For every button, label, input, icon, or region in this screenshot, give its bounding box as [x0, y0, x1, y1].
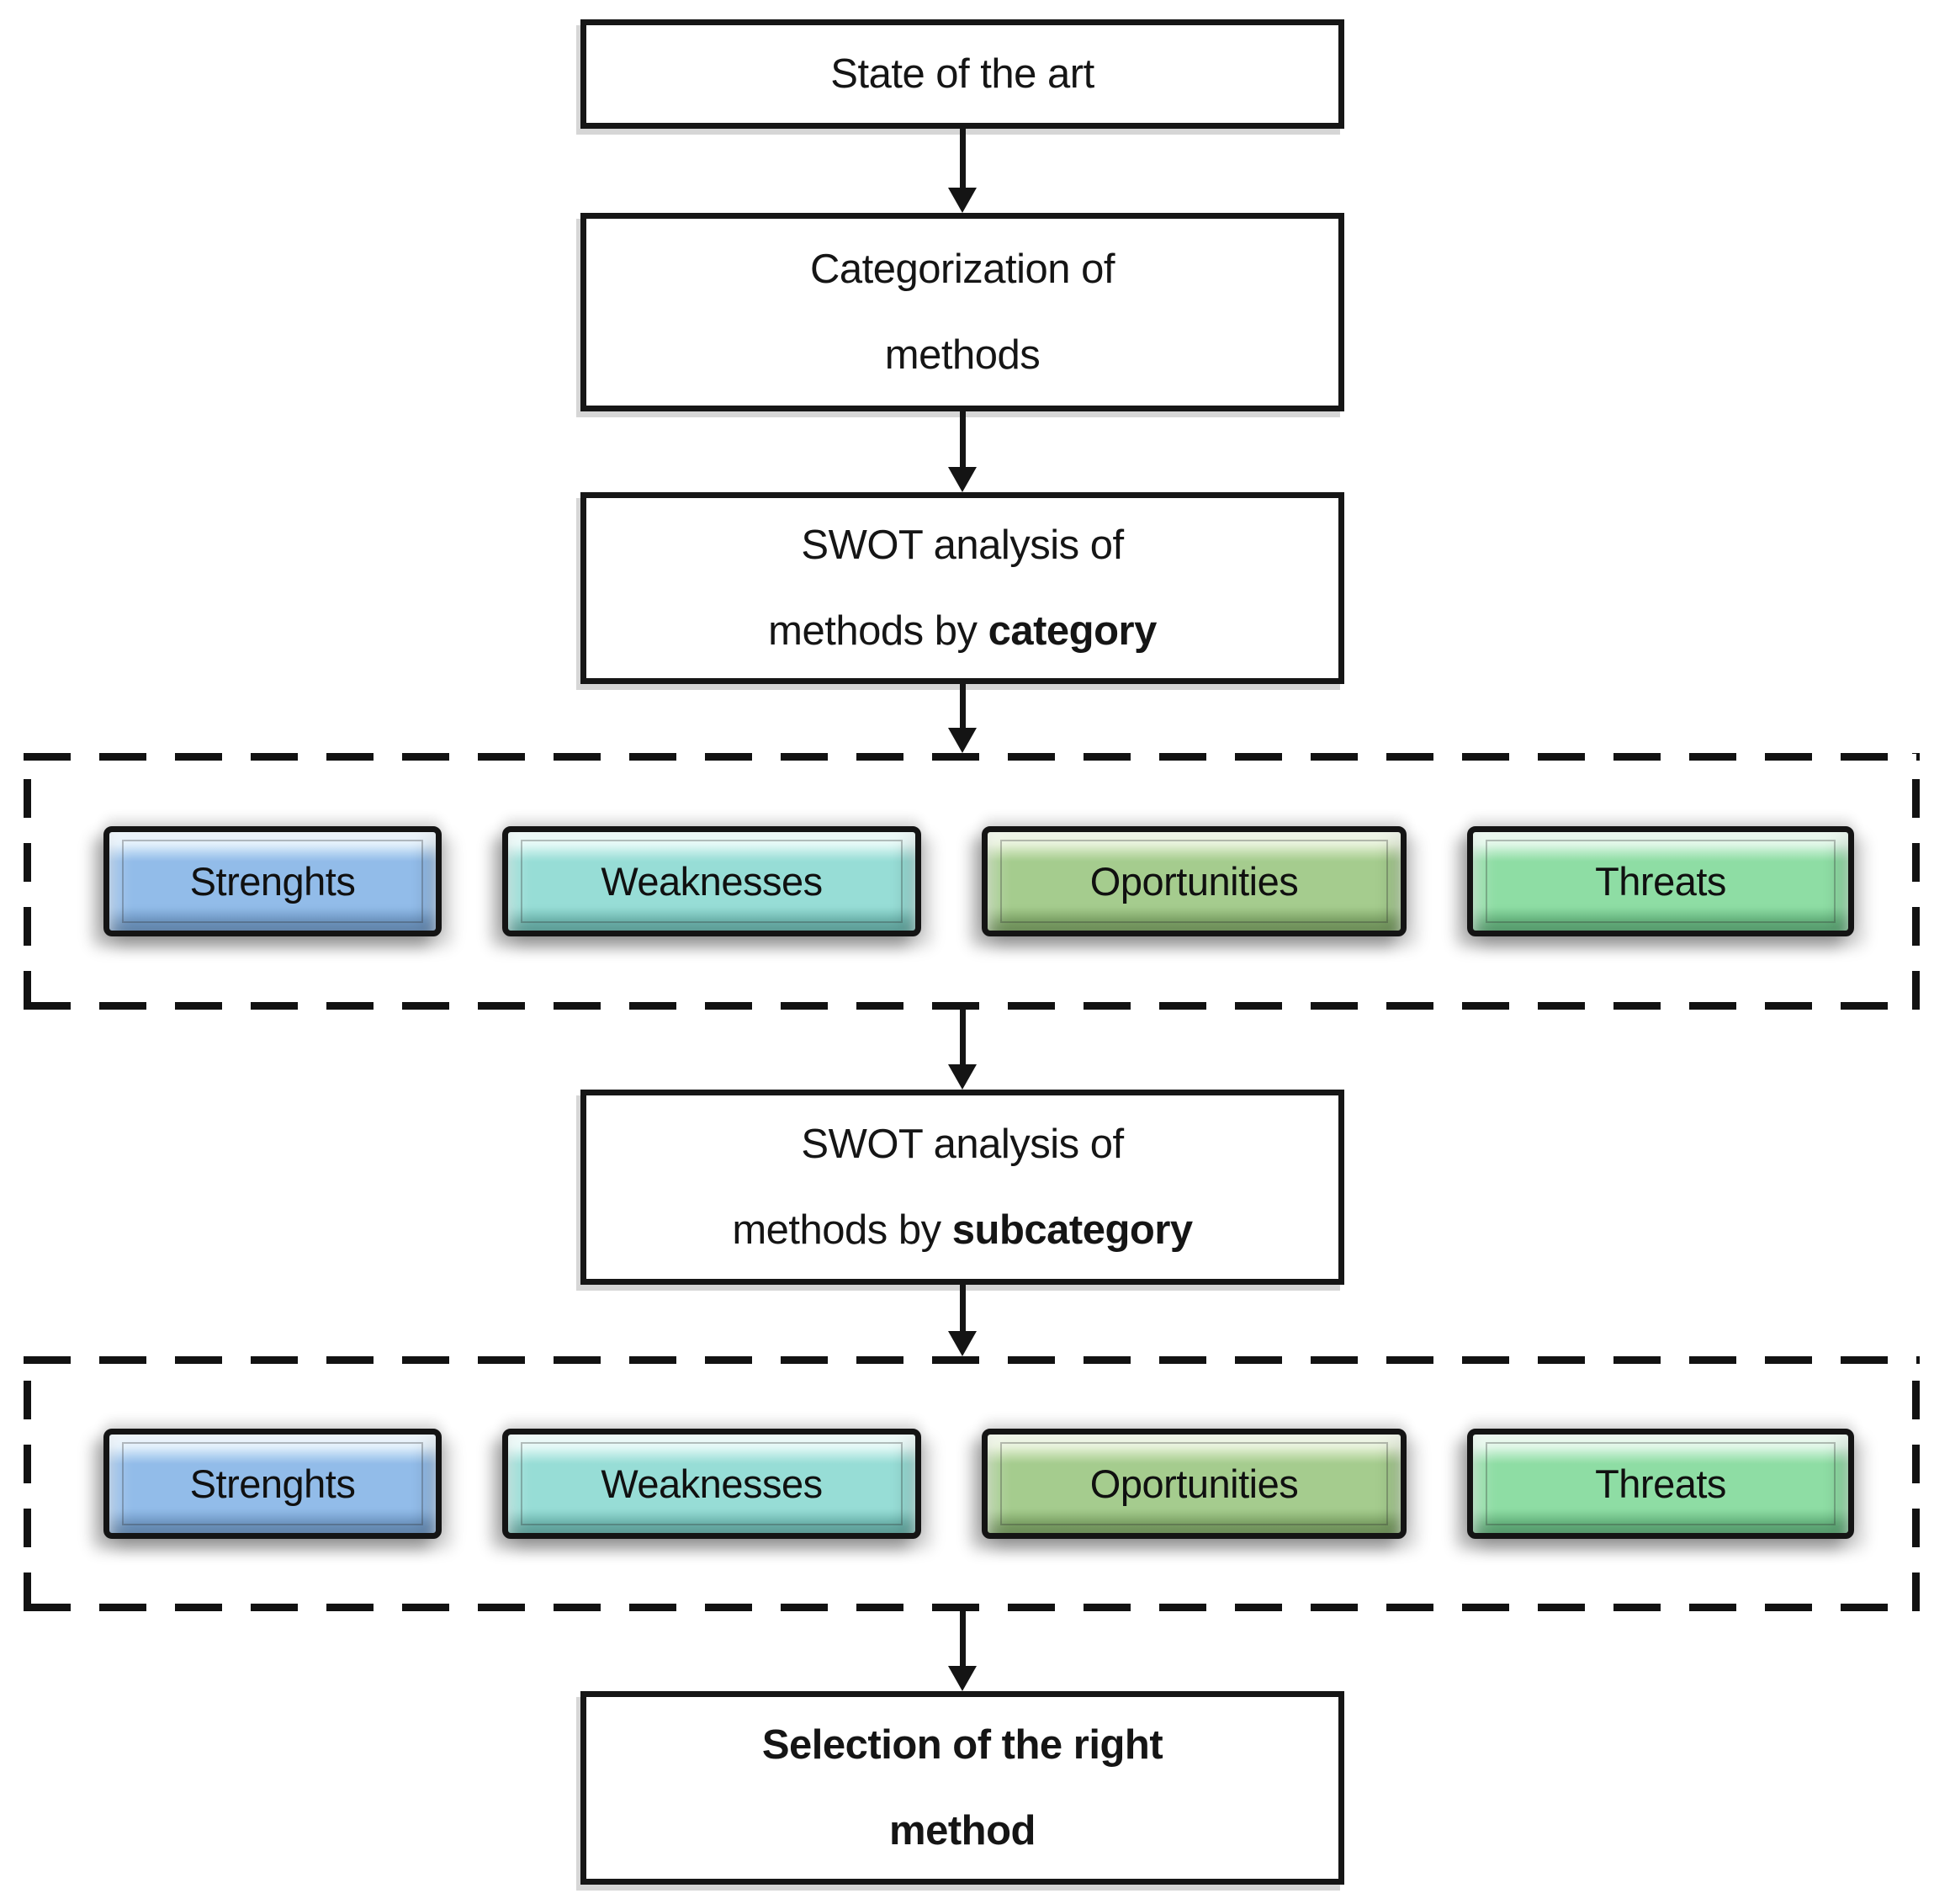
- swot-container-category: Strenghts Weaknesses Oportunities Threat…: [24, 753, 1920, 1010]
- label-normal-part: methods by: [768, 608, 988, 654]
- arrow-head: [948, 1331, 977, 1356]
- swot-button-strengths: Strenghts: [103, 1429, 442, 1539]
- arrow-shaft: [960, 1611, 966, 1671]
- label-bold-part: subcategory: [951, 1207, 1193, 1253]
- arrow-shaft: [960, 411, 966, 472]
- arrow-shaft: [960, 684, 966, 733]
- flow-box-label-line1: SWOT analysis of: [801, 522, 1124, 568]
- swot-button-weaknesses: Weaknesses: [502, 826, 921, 936]
- swot-button-label: Strenghts: [189, 1461, 356, 1506]
- arrow-head: [948, 188, 977, 213]
- flow-box-label: State of the art: [830, 51, 1094, 97]
- flow-box-label-line2: method: [889, 1808, 1036, 1854]
- swot-button-label: Oportunities: [1089, 859, 1299, 904]
- arrow-shaft: [960, 1285, 966, 1336]
- flow-box-label-line1: Categorization of: [810, 247, 1115, 292]
- swot-button-threats: Threats: [1467, 1429, 1854, 1539]
- swot-button-weaknesses: Weaknesses: [502, 1429, 921, 1539]
- flow-box-label-line1: Selection of the right: [761, 1722, 1163, 1768]
- flow-box-selection-of-right-method: Selection of the right method: [580, 1691, 1344, 1885]
- flow-box-swot-analysis-by-subcategory: SWOT analysis of methods by subcategory: [580, 1090, 1344, 1285]
- swot-button-opportunities: Oportunities: [982, 826, 1407, 936]
- arrow-shaft: [960, 129, 966, 193]
- flow-arrow-down: [948, 411, 977, 492]
- flow-box-label-line1: SWOT analysis of: [801, 1122, 1124, 1167]
- swot-button-label: Strenghts: [189, 859, 356, 904]
- flow-box-label-line2: methods by subcategory: [732, 1187, 1193, 1273]
- swot-button-label: Weaknesses: [601, 1461, 823, 1506]
- arrow-head: [948, 467, 977, 492]
- label-normal-part: methods by: [732, 1207, 952, 1253]
- flow-arrow-down: [948, 1611, 977, 1691]
- arrow-head: [948, 1666, 977, 1691]
- label-bold-part: category: [988, 608, 1158, 654]
- swot-button-threats: Threats: [1467, 826, 1854, 936]
- arrow-head: [948, 728, 977, 753]
- swot-button-opportunities: Oportunities: [982, 1429, 1407, 1539]
- arrow-shaft: [960, 1010, 966, 1069]
- flow-box-label-line2: methods: [884, 332, 1041, 378]
- flow-arrow-down: [948, 1285, 977, 1356]
- swot-container-subcategory: Strenghts Weaknesses Oportunities Threat…: [24, 1356, 1920, 1611]
- flow-box-label-line2: methods by category: [768, 588, 1157, 674]
- swot-button-strengths: Strenghts: [103, 826, 442, 936]
- flow-arrow-down: [948, 684, 977, 753]
- swot-button-label: Oportunities: [1089, 1461, 1299, 1506]
- flow-arrow-down: [948, 129, 977, 213]
- flow-box-swot-analysis-by-category: SWOT analysis of methods by category: [580, 492, 1344, 684]
- flow-arrow-down: [948, 1010, 977, 1090]
- swot-button-label: Weaknesses: [601, 859, 823, 904]
- flow-box-state-of-the-art: State of the art: [580, 19, 1344, 129]
- swot-button-label: Threats: [1595, 1461, 1726, 1506]
- arrow-head: [948, 1064, 977, 1090]
- flow-box-categorization-of-methods: Categorization of methods: [580, 213, 1344, 411]
- swot-button-label: Threats: [1595, 859, 1726, 904]
